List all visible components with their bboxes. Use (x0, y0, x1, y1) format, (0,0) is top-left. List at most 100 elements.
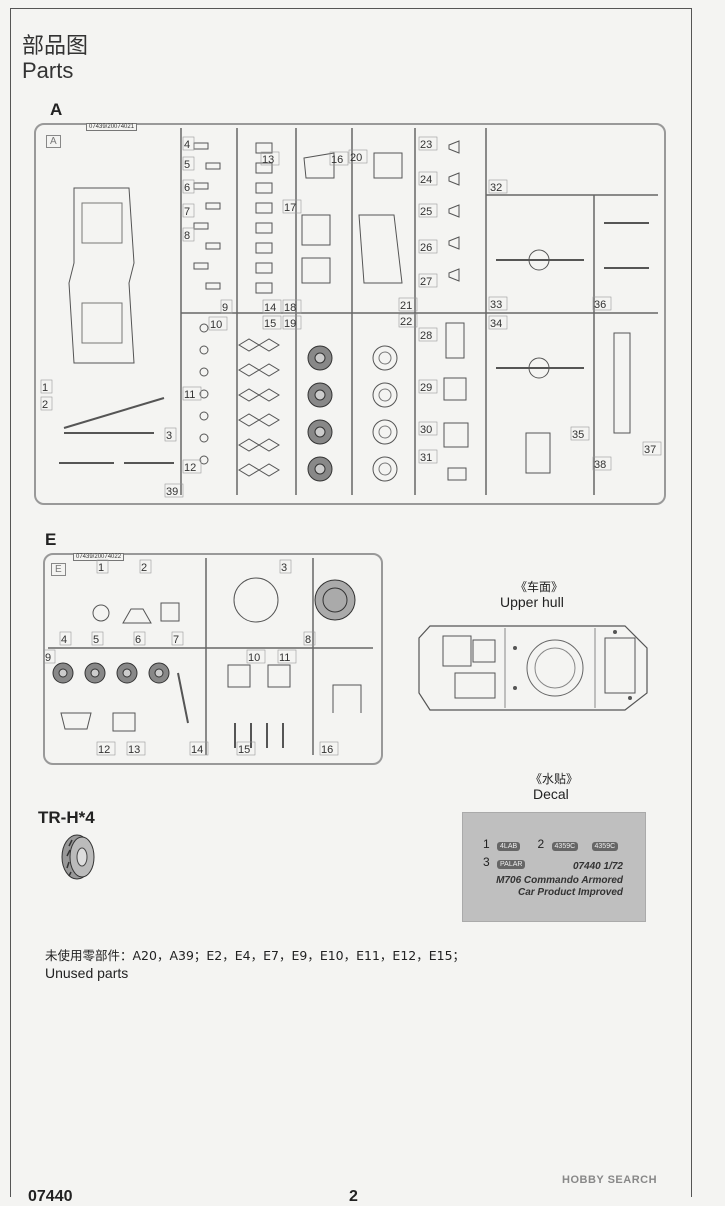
decal-num-3: 3 (483, 855, 490, 869)
sprue-a-number-box (182, 227, 195, 242)
panel-part (373, 152, 403, 179)
sprue-a-part-number: 13 (262, 154, 274, 166)
sprue-e-part-number: 5 (93, 634, 99, 646)
hatch-part (238, 463, 280, 477)
hatch-part (238, 363, 280, 377)
wheel-hub (314, 389, 326, 401)
sprue-a-part-number: 25 (420, 206, 432, 218)
sprue-a-number-box (182, 386, 202, 401)
watermark: HOBBY SEARCH (562, 1174, 658, 1186)
sprue-a-part-number: 32 (490, 182, 502, 194)
panel-part (613, 332, 631, 434)
small-part (448, 236, 460, 250)
sprue-a-part-number: 15 (264, 318, 276, 330)
panel-part (443, 422, 469, 448)
panel-part (525, 432, 551, 474)
decal-num-2: 2 (537, 837, 545, 851)
panel-part (443, 377, 467, 401)
sprue-a-code: 07439/20074021 (86, 123, 138, 131)
sprue-e-part-number: 9 (45, 652, 51, 664)
upper-hull-caption-en: Upper hull (500, 594, 564, 610)
sprue-e-number-box (303, 631, 316, 646)
axle-part (63, 397, 165, 434)
sprue-e-part-number: 16 (321, 744, 333, 756)
sprue-e-code: 07439/20074022 (73, 553, 125, 561)
sprue-a-number-box (642, 441, 662, 456)
sprue-a-number-box (182, 459, 202, 474)
sprue-a-part-number: 29 (420, 382, 432, 394)
hatch-part (238, 413, 280, 427)
sprue-a-part-number: 17 (284, 202, 296, 214)
wheel-hub (314, 463, 326, 475)
sprue-e-part-number: 1 (98, 562, 104, 574)
decal-badge-3: 4359C (591, 842, 619, 851)
sprue-a-part-number: 34 (490, 318, 502, 330)
sprue-a-part-number: 30 (420, 424, 432, 436)
sprue-a-number-box (40, 396, 53, 411)
small-part (267, 664, 291, 688)
hatch-part (238, 388, 280, 402)
small-part (160, 602, 180, 622)
sprue-a-frame: 07439/20074021 A (34, 123, 666, 505)
sprue-e-part-number: 3 (281, 562, 287, 574)
small-part (199, 345, 209, 355)
decal-badge-2: 4359C (551, 842, 579, 851)
unused-parts-en: Unused parts (45, 965, 129, 981)
small-part (205, 202, 221, 210)
sprue-e-letter: E (51, 563, 66, 576)
sprue-a-number-box (488, 296, 508, 311)
sprue-a-part-number: 20 (350, 152, 362, 164)
sprue-a-part-number: 14 (264, 302, 276, 314)
sprue-e-number-box (279, 559, 292, 574)
tire-drawing (61, 834, 95, 880)
sprue-e-part-number: 11 (279, 652, 290, 664)
sprue-a-part-number: 10 (210, 319, 222, 331)
small-part (255, 182, 273, 194)
upper-hull-drawing (418, 625, 648, 711)
small-part (122, 608, 152, 624)
hatch-part (233, 577, 279, 623)
sprue-a-number-box (208, 316, 228, 331)
wheel-hub (154, 668, 164, 678)
sprue-a-number-box (418, 379, 438, 394)
sprue-e-number-box (96, 741, 116, 756)
sprue-a-number-box (488, 179, 508, 194)
decal-product-code: 07440 1/72 (572, 861, 623, 872)
decal-product-name-2: Car Product Improved (517, 887, 623, 898)
small-part (112, 712, 136, 732)
small-part (255, 242, 273, 254)
sprue-a-part-number: 4 (184, 139, 190, 151)
small-part (255, 142, 273, 154)
wheel-hub (314, 352, 326, 364)
sprue-a-number-box (398, 313, 418, 328)
small-part (255, 222, 273, 234)
sprue-e-number-box (246, 649, 266, 664)
sprue-e-part-number: 2 (141, 562, 147, 574)
axle-part (528, 357, 550, 379)
footer-code: 07440 (28, 1188, 73, 1205)
sprue-a-number-box (398, 297, 418, 312)
sprue-e-part-number: 15 (238, 744, 250, 756)
chassis-part (81, 202, 123, 244)
sprue-a-part-number: 3 (166, 430, 172, 442)
chassis-part (68, 187, 135, 364)
panel-part (358, 214, 403, 284)
sprue-a-number-box (262, 299, 282, 314)
wheel-hub (58, 668, 68, 678)
axle-part (528, 249, 550, 271)
gun-part (177, 672, 189, 724)
sprue-a-number-box (260, 151, 280, 166)
chassis-part (81, 302, 123, 344)
sprue-e-part-number: 4 (61, 634, 67, 646)
sprue-a-part-number: 1 (42, 382, 48, 394)
small-part (193, 262, 209, 270)
decal-caption-en: Decal (533, 786, 569, 802)
sprue-e-label: E (45, 530, 57, 549)
sprue-e-number-box (277, 649, 297, 664)
sprue-a-number-box (262, 315, 282, 330)
sprue-a-part-number: 16 (331, 154, 343, 166)
sprue-a-part-number: 12 (184, 462, 196, 474)
wheel-hub (314, 426, 326, 438)
sprue-a-label: A (50, 100, 63, 119)
